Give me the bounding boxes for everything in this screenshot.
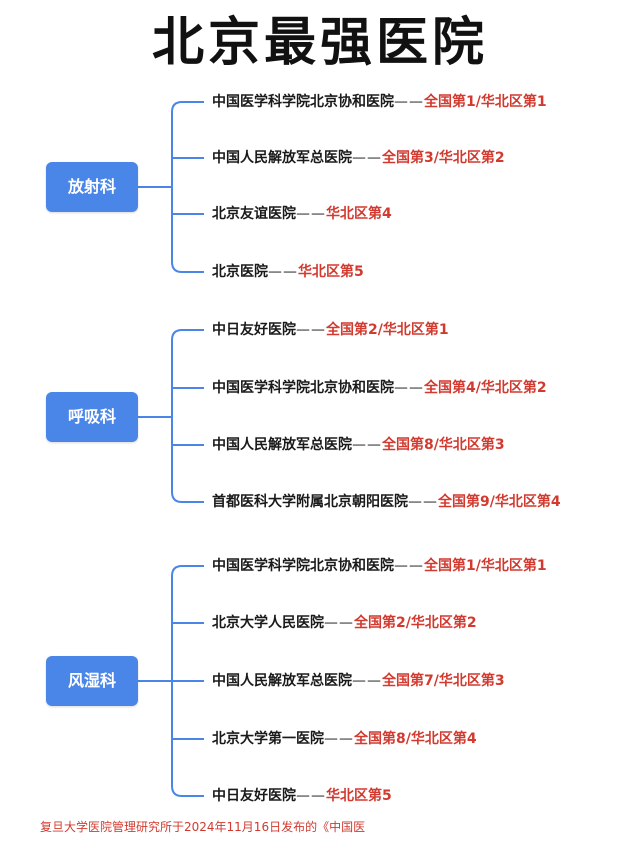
- separator: ——: [324, 731, 354, 747]
- connector-branch: [171, 491, 204, 503]
- hospital-entry: 中国人民解放军总医院——全国第7/华北区第3: [212, 671, 505, 691]
- connector-branch: [171, 329, 204, 341]
- separator: ——: [352, 437, 382, 453]
- separator: ——: [296, 788, 326, 804]
- source-footnote: 复旦大学医院管理研究所于2024年11月16日发布的《中国医: [40, 820, 366, 834]
- separator: ——: [352, 673, 382, 689]
- dept-box-respiratory: 呼吸科: [46, 392, 138, 442]
- hospital-entry: 北京大学人民医院——全国第2/华北区第2: [212, 613, 477, 633]
- dept-box-radiology: 放射科: [46, 162, 138, 212]
- hospital-name: 中国医学科学院北京协和医院: [212, 558, 394, 574]
- hospital-rank: 华北区第4: [326, 206, 392, 222]
- hospital-rank: 全国第9/华北区第4: [438, 494, 561, 510]
- hospital-rank: 全国第4/华北区第2: [424, 380, 547, 396]
- separator: ——: [394, 558, 424, 574]
- hospital-name: 中日友好医院: [212, 322, 296, 338]
- separator: ——: [408, 494, 438, 510]
- hospital-name: 中日友好医院: [212, 788, 296, 804]
- hospital-name: 北京大学人民医院: [212, 615, 324, 631]
- connector-branch: [171, 785, 204, 797]
- hospital-entry: 中国医学科学院北京协和医院——全国第1/华北区第1: [212, 92, 547, 112]
- hospital-rank: 全国第8/华北区第3: [382, 437, 505, 453]
- hospital-rank: 全国第7/华北区第3: [382, 673, 505, 689]
- hospital-entry: 首都医科大学附属北京朝阳医院——全国第9/华北区第4: [212, 492, 561, 512]
- hospital-name: 中国人民解放军总医院: [212, 673, 352, 689]
- connector-branch: [171, 261, 204, 273]
- separator: ——: [352, 150, 382, 166]
- hospital-entry: 北京友谊医院——华北区第4: [212, 204, 392, 224]
- separator: ——: [324, 615, 354, 631]
- hospital-rank: 全国第8/华北区第4: [354, 731, 477, 747]
- separator: ——: [296, 206, 326, 222]
- hospital-name: 北京医院: [212, 264, 268, 280]
- separator: ——: [268, 264, 298, 280]
- connector-trunk-2: [138, 340, 173, 492]
- hospital-name: 北京大学第一医院: [212, 731, 324, 747]
- hospital-name: 中国医学科学院北京协和医院: [212, 380, 394, 396]
- hospital-entry: 中国人民解放军总医院——全国第8/华北区第3: [212, 435, 505, 455]
- separator: ——: [296, 322, 326, 338]
- hospital-entry: 北京医院——华北区第5: [212, 262, 364, 282]
- hospital-entry: 北京大学第一医院——全国第8/华北区第4: [212, 729, 477, 749]
- hospital-name: 北京友谊医院: [212, 206, 296, 222]
- hospital-entry: 中日友好医院——全国第2/华北区第1: [212, 320, 449, 340]
- hospital-name: 中国人民解放军总医院: [212, 150, 352, 166]
- hospital-rank: 华北区第5: [298, 264, 364, 280]
- connector-branch: [171, 565, 204, 577]
- page-title: 北京最强医院: [151, 13, 488, 73]
- connector-branch: [171, 101, 204, 113]
- hospital-rank: 华北区第5: [326, 788, 392, 804]
- hospital-rank: 全国第1/华北区第1: [424, 94, 547, 110]
- hospital-rank: 全国第2/华北区第1: [326, 322, 449, 338]
- hospital-name: 中国人民解放军总医院: [212, 437, 352, 453]
- hospital-rank: 全国第1/华北区第1: [424, 558, 547, 574]
- hospital-entry: 中国人民解放军总医院——全国第3/华北区第2: [212, 148, 505, 168]
- hospital-entry: 中日友好医院——华北区第5: [212, 786, 392, 806]
- hospital-name: 中国医学科学院北京协和医院: [212, 94, 394, 110]
- hospital-entry: 中国医学科学院北京协和医院——全国第1/华北区第1: [212, 556, 547, 576]
- hospital-rank: 全国第3/华北区第2: [382, 150, 505, 166]
- dept-box-rheumatology: 风湿科: [46, 656, 138, 706]
- hospital-entry: 中国医学科学院北京协和医院——全国第4/华北区第2: [212, 378, 547, 398]
- connector-trunk-3: [138, 576, 173, 786]
- separator: ——: [394, 380, 424, 396]
- separator: ——: [394, 94, 424, 110]
- hospital-name: 首都医科大学附属北京朝阳医院: [212, 494, 408, 510]
- hospital-rank: 全国第2/华北区第2: [354, 615, 477, 631]
- connector-trunk-1: [138, 112, 173, 262]
